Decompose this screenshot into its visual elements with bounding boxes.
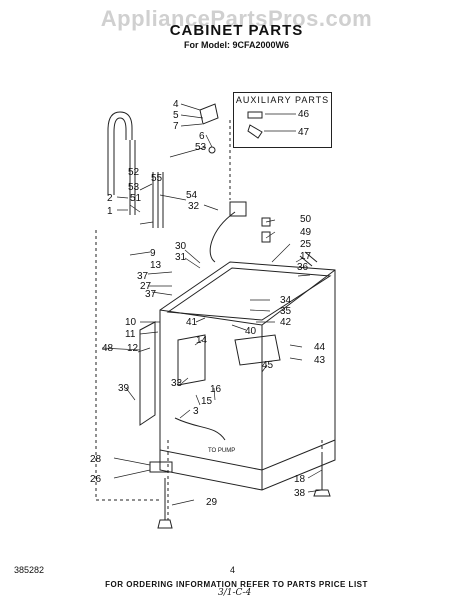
callout-53b: 53 <box>128 182 140 193</box>
callout-32: 32 <box>188 201 200 212</box>
callout-36: 36 <box>297 262 309 273</box>
cap-part <box>261 217 271 227</box>
footer-note: FOR ORDERING INFORMATION REFER TO PARTS … <box>105 580 368 589</box>
callout-4: 4 <box>173 99 179 110</box>
rear-panel <box>139 321 156 426</box>
spring-part <box>299 251 318 267</box>
auxiliary-parts-box: AUXILIARY PARTS <box>233 92 332 148</box>
callout-51: 51 <box>130 193 142 204</box>
callout-17: 17 <box>300 251 312 262</box>
callout-34: 34 <box>280 295 292 306</box>
callout-1: 1 <box>107 206 113 217</box>
pump-hose <box>174 417 226 441</box>
cabinet-base <box>159 440 336 491</box>
callout-6: 6 <box>199 131 205 142</box>
callout-44: 44 <box>314 342 326 353</box>
power-cord <box>209 211 236 263</box>
callout-45: 45 <box>262 360 274 371</box>
cabinet-inner-rim <box>166 267 332 321</box>
auxiliary-parts-heading: AUXILIARY PARTS <box>235 95 330 105</box>
aux-part-46 <box>247 111 263 119</box>
watermark: AppliancePartsPros.com <box>100 6 373 31</box>
callout-37b: 37 <box>145 289 157 300</box>
callout-5: 5 <box>173 110 179 121</box>
callout-11: 11 <box>125 329 136 340</box>
callout-28: 28 <box>90 454 102 465</box>
callout-16: 16 <box>210 384 222 395</box>
callout-33: 33 <box>171 378 183 389</box>
callout-15: 15 <box>201 396 213 407</box>
callout-9: 9 <box>150 248 156 259</box>
callout-42: 42 <box>280 317 292 328</box>
callout-50: 50 <box>300 214 312 225</box>
callout-2: 2 <box>107 193 113 204</box>
callout-29: 29 <box>206 497 218 508</box>
callout-55: 55 <box>151 173 163 184</box>
callout-25: 25 <box>300 239 312 250</box>
leveling-foot <box>313 455 331 497</box>
document-code: 385282 <box>14 565 45 575</box>
callout-27: 27 <box>140 281 152 292</box>
plug-part <box>261 231 271 243</box>
callout-38: 38 <box>294 488 306 499</box>
callout-31: 31 <box>175 252 187 263</box>
support-rod <box>152 172 164 228</box>
to-pump-label: TO PUMP <box>208 448 235 454</box>
callout-54: 54 <box>186 190 198 201</box>
base-clamp <box>149 461 173 473</box>
page-number: 4 <box>230 565 236 575</box>
hose-clamp <box>199 103 219 125</box>
leveling-leg <box>157 478 173 529</box>
drain-hose <box>107 111 133 195</box>
callout-18: 18 <box>294 474 306 485</box>
callout-43: 43 <box>314 355 326 366</box>
aux-label-46: 46 <box>298 109 310 120</box>
callout-7: 7 <box>173 121 179 132</box>
page-title: CABINET PARTS <box>169 22 304 39</box>
callout-10: 10 <box>125 317 137 328</box>
grommet <box>208 146 216 154</box>
callout-48: 48 <box>102 343 114 354</box>
callout-30: 30 <box>175 241 187 252</box>
cabinet-body <box>159 261 336 471</box>
callout-13: 13 <box>150 260 162 271</box>
aux-part-47 <box>247 124 263 139</box>
callout-12: 12 <box>127 343 139 354</box>
model-line: For Model: 9CFA2000W6 <box>183 40 290 50</box>
callout-37: 37 <box>137 271 149 282</box>
cabinet-bracket <box>234 334 281 366</box>
handwritten-note: 3/1-C-4 <box>218 588 252 598</box>
callout-39: 39 <box>118 383 130 394</box>
callout-35: 35 <box>280 306 292 317</box>
power-plug <box>229 201 247 217</box>
callout-26: 26 <box>90 474 102 485</box>
callout-49: 49 <box>300 227 312 238</box>
callout-52: 52 <box>128 167 140 178</box>
aux-label-47: 47 <box>298 127 310 138</box>
callout-41: 41 <box>186 317 198 328</box>
callout-14: 14 <box>196 335 208 346</box>
control-bracket <box>177 334 206 386</box>
callout-3: 3 <box>193 406 199 417</box>
callout-53: 53 <box>195 142 207 153</box>
callout-40: 40 <box>245 326 257 337</box>
